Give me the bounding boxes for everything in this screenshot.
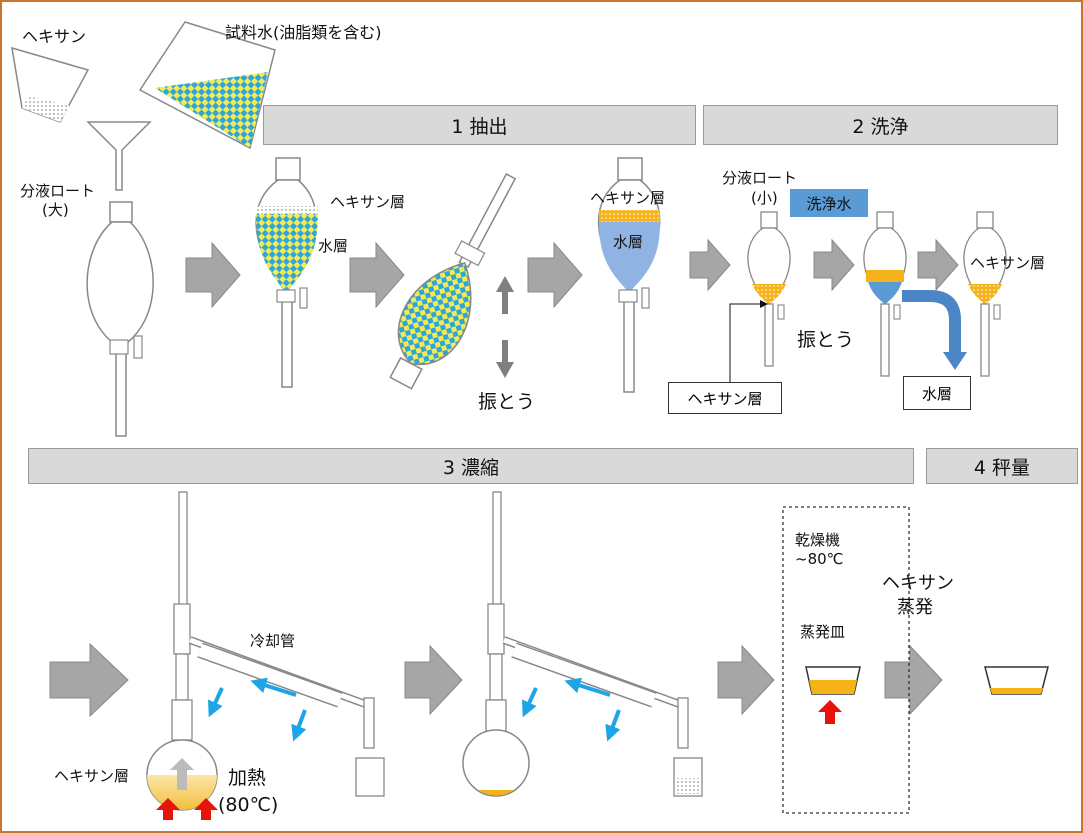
box-water-layer: 水層 — [903, 376, 971, 410]
step-bar-concentration: 3 濃縮 — [28, 448, 914, 484]
hexane-beaker — [11, 46, 90, 123]
label-funnel-small-1: 分液ロート — [722, 169, 798, 187]
label-hexane-layer-flask: ヘキサン層 — [54, 767, 130, 785]
label-funnel-small-2: (小) — [751, 189, 778, 207]
funnel-wash-1 — [747, 211, 791, 367]
step-bar-washing: 2 洗浄 — [703, 105, 1058, 145]
label-hexane-layer-2: ヘキサン層 — [590, 189, 666, 207]
label-dryer-2: ~80℃ — [795, 550, 844, 568]
evaporating-dish-2 — [984, 666, 1049, 695]
heat-arrows — [156, 798, 218, 820]
evaporating-dish-1 — [805, 666, 861, 724]
leader-line — [729, 303, 760, 382]
label-hexane-layer-3: ヘキサン層 — [970, 254, 1046, 272]
reflux-apparatus-1 — [146, 491, 385, 811]
shake-arrows — [496, 276, 514, 378]
coolant-arrows-1 — [208, 677, 307, 742]
coolant-arrows-2 — [522, 677, 621, 742]
flow-arrows-row2 — [49, 642, 943, 718]
funnel-wash-3 — [963, 211, 1007, 377]
dryer-box — [782, 506, 910, 814]
label-hexane-layer-1: ヘキサン層 — [330, 193, 406, 211]
step-bar-extraction: 1 抽出 — [263, 105, 696, 145]
funnel-separated — [597, 157, 661, 393]
label-hexane-evap-2: 蒸発 — [897, 597, 933, 618]
label-wash-water: 洗浄水 — [790, 189, 868, 217]
box-hexane-layer: ヘキサン層 — [668, 382, 782, 414]
label-sample-water: 試料水(油脂類を含む) — [225, 23, 382, 42]
pouring-funnel — [86, 121, 152, 191]
step-bar-weighing: 4 秤量 — [926, 448, 1078, 484]
funnel-wash-2 — [863, 211, 967, 377]
label-dish: 蒸発皿 — [800, 623, 846, 641]
label-condenser: 冷却管 — [250, 632, 296, 650]
label-hexane-top: ヘキサン — [22, 27, 87, 46]
label-funnel-large-1: 分液ロート — [20, 182, 96, 200]
label-heating-1: 加熱 — [228, 767, 267, 789]
funnel-shaking — [389, 173, 517, 390]
label-shake-2: 振とう — [797, 329, 855, 351]
label-heating-2: (80℃) — [218, 794, 279, 816]
label-water-layer-1: 水層 — [318, 237, 349, 255]
reflux-apparatus-2 — [462, 491, 703, 797]
label-dryer-1: 乾燥機 — [795, 531, 841, 549]
label-shake-1: 振とう — [478, 391, 536, 413]
label-funnel-large-2: (大) — [42, 201, 69, 219]
funnel-extraction-mix — [255, 157, 318, 388]
label-hexane-evap-1: ヘキサン — [882, 573, 954, 594]
label-water-layer-2: 水層 — [613, 233, 644, 251]
separatory-funnel-large — [86, 201, 154, 437]
flow-arrows-row1 — [185, 238, 959, 309]
sample-water-beaker — [138, 21, 276, 150]
